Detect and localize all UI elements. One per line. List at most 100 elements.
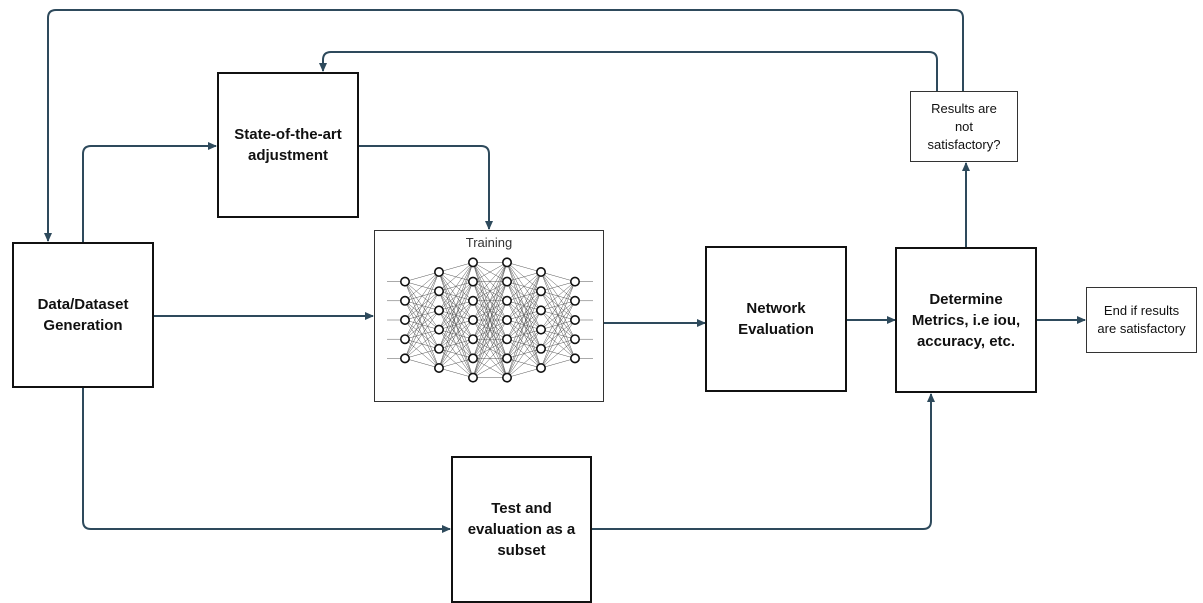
network-neuron-layer-6 — [570, 276, 581, 287]
network-evaluation-label: Network Evaluation — [738, 300, 814, 338]
network-neuron-layer-5 — [536, 324, 547, 335]
network-neuron-layer-4 — [502, 257, 513, 268]
network-neuron-layer-3 — [468, 334, 479, 345]
network-connection-line — [472, 262, 508, 378]
network-connection-line — [472, 300, 508, 378]
network-connection-line — [506, 367, 542, 378]
network-neuron-layer-4 — [502, 372, 513, 383]
network-connection-line — [438, 339, 474, 369]
network-connection-line — [506, 329, 542, 378]
network-neuron-layer-6 — [570, 353, 581, 364]
network-connection-line — [438, 300, 474, 369]
network-neuron-layer-5 — [536, 343, 547, 354]
network-connection-line — [506, 310, 542, 378]
network-evaluation-box: Network Evaluation — [705, 246, 847, 392]
network-connection-line — [540, 339, 576, 369]
network-neuron-layer-3 — [468, 257, 479, 268]
network-connection-line — [506, 271, 542, 321]
network-connection-line — [540, 300, 576, 369]
determine-metrics-box: Determine Metrics, i.e iou, accuracy, et… — [895, 247, 1037, 393]
network-connection-line — [404, 358, 440, 369]
arrow-data-generation-to-test — [82, 388, 451, 533]
results-question-label: Results are not satisfactory? — [927, 100, 1001, 152]
training-label: Training — [465, 235, 513, 250]
network-neuron-layer-1 — [399, 334, 410, 345]
network-connections — [387, 262, 593, 378]
network-connection-line — [472, 281, 508, 378]
network-connection-line — [404, 271, 440, 340]
arrow-results-to-data-generation — [44, 9, 964, 242]
network-neuron-layer-5 — [536, 363, 547, 374]
network-neuron-layer-4 — [502, 295, 513, 306]
network-connection-line — [438, 262, 474, 311]
arrow-test-to-metrics — [591, 393, 935, 530]
network-neuron-layer-5 — [536, 286, 547, 297]
network-neuron-layer-4 — [502, 353, 513, 364]
network-connection-line — [404, 271, 440, 321]
network-connection-line — [540, 281, 576, 292]
network-neuron-layer-3 — [468, 295, 479, 306]
test-evaluation-label: Test and evaluation as a subset — [467, 500, 576, 559]
data-generation-label: Data/Dataset Generation — [37, 296, 129, 334]
network-connection-line — [472, 262, 508, 301]
network-connection-line — [438, 358, 474, 369]
network-neuron-layer-2 — [433, 266, 444, 277]
network-connection-line — [404, 329, 440, 359]
network-connection-line — [404, 271, 440, 301]
determine-metrics-label: Determine Metrics, i.e iou, accuracy, et… — [911, 290, 1021, 350]
network-connection-line — [438, 367, 474, 378]
network-neuron-layer-6 — [570, 295, 581, 306]
network-connection-line — [540, 319, 576, 369]
network-neuron-layer-6 — [570, 315, 581, 326]
network-connection-line — [540, 271, 576, 282]
arrow-state-of-the-art-to-training — [359, 145, 493, 230]
network-connection-line — [540, 281, 576, 311]
network-connection-line — [404, 310, 440, 359]
network-connection-line — [472, 339, 508, 378]
results-question-box: Results are not satisfactory? — [910, 91, 1018, 162]
network-connection-line — [540, 281, 576, 369]
training-box: Training — [374, 230, 604, 402]
network-connection-line — [438, 262, 474, 349]
network-connection-line — [540, 281, 576, 349]
network-connection-line — [506, 271, 542, 282]
network-neuron-layer-4 — [502, 315, 513, 326]
network-neuron-layer-2 — [433, 305, 444, 316]
network-neuron-layer-4 — [502, 276, 513, 287]
network-connection-line — [472, 319, 508, 378]
network-neuron-layer-5 — [536, 266, 547, 277]
state-of-the-art-box: State-of-the-art adjustment — [217, 72, 359, 218]
network-connection-line — [506, 271, 542, 359]
network-neuron-layer-6 — [570, 334, 581, 345]
network-connection-line — [506, 271, 542, 340]
network-connection-line — [506, 271, 542, 301]
network-neuron-layer-3 — [468, 353, 479, 364]
state-of-the-art-label: State-of-the-art adjustment — [234, 126, 342, 164]
network-neuron-layer-1 — [399, 295, 410, 306]
network-neuron-layer-2 — [433, 343, 444, 354]
network-connection-line — [404, 271, 440, 282]
network-neuron-layer-3 — [468, 276, 479, 287]
network-neuron-layer-1 — [399, 276, 410, 287]
network-neuron-layer-2 — [433, 286, 444, 297]
network-neuron-layer-2 — [433, 363, 444, 374]
network-connection-line — [472, 262, 508, 321]
network-neuron-layer-2 — [433, 324, 444, 335]
network-connection-line — [506, 348, 542, 378]
network-neuron-layer-1 — [399, 315, 410, 326]
network-neuron-layer-3 — [468, 372, 479, 383]
network-connection-line — [404, 291, 440, 359]
network-connection-line — [472, 262, 508, 282]
end-if-satisfactory-box: End if results are satisfactory — [1086, 287, 1197, 353]
network-connection-line — [472, 358, 508, 378]
network-connection-line — [540, 358, 576, 369]
network-neuron-layer-3 — [468, 315, 479, 326]
network-connection-line — [438, 262, 474, 292]
network-connection-line — [540, 281, 576, 330]
network-connection-line — [438, 281, 474, 369]
network-connection-line — [506, 291, 542, 378]
network-connection-line — [438, 262, 474, 273]
network-neuron-layer-4 — [502, 334, 513, 345]
network-connection-line — [438, 319, 474, 369]
